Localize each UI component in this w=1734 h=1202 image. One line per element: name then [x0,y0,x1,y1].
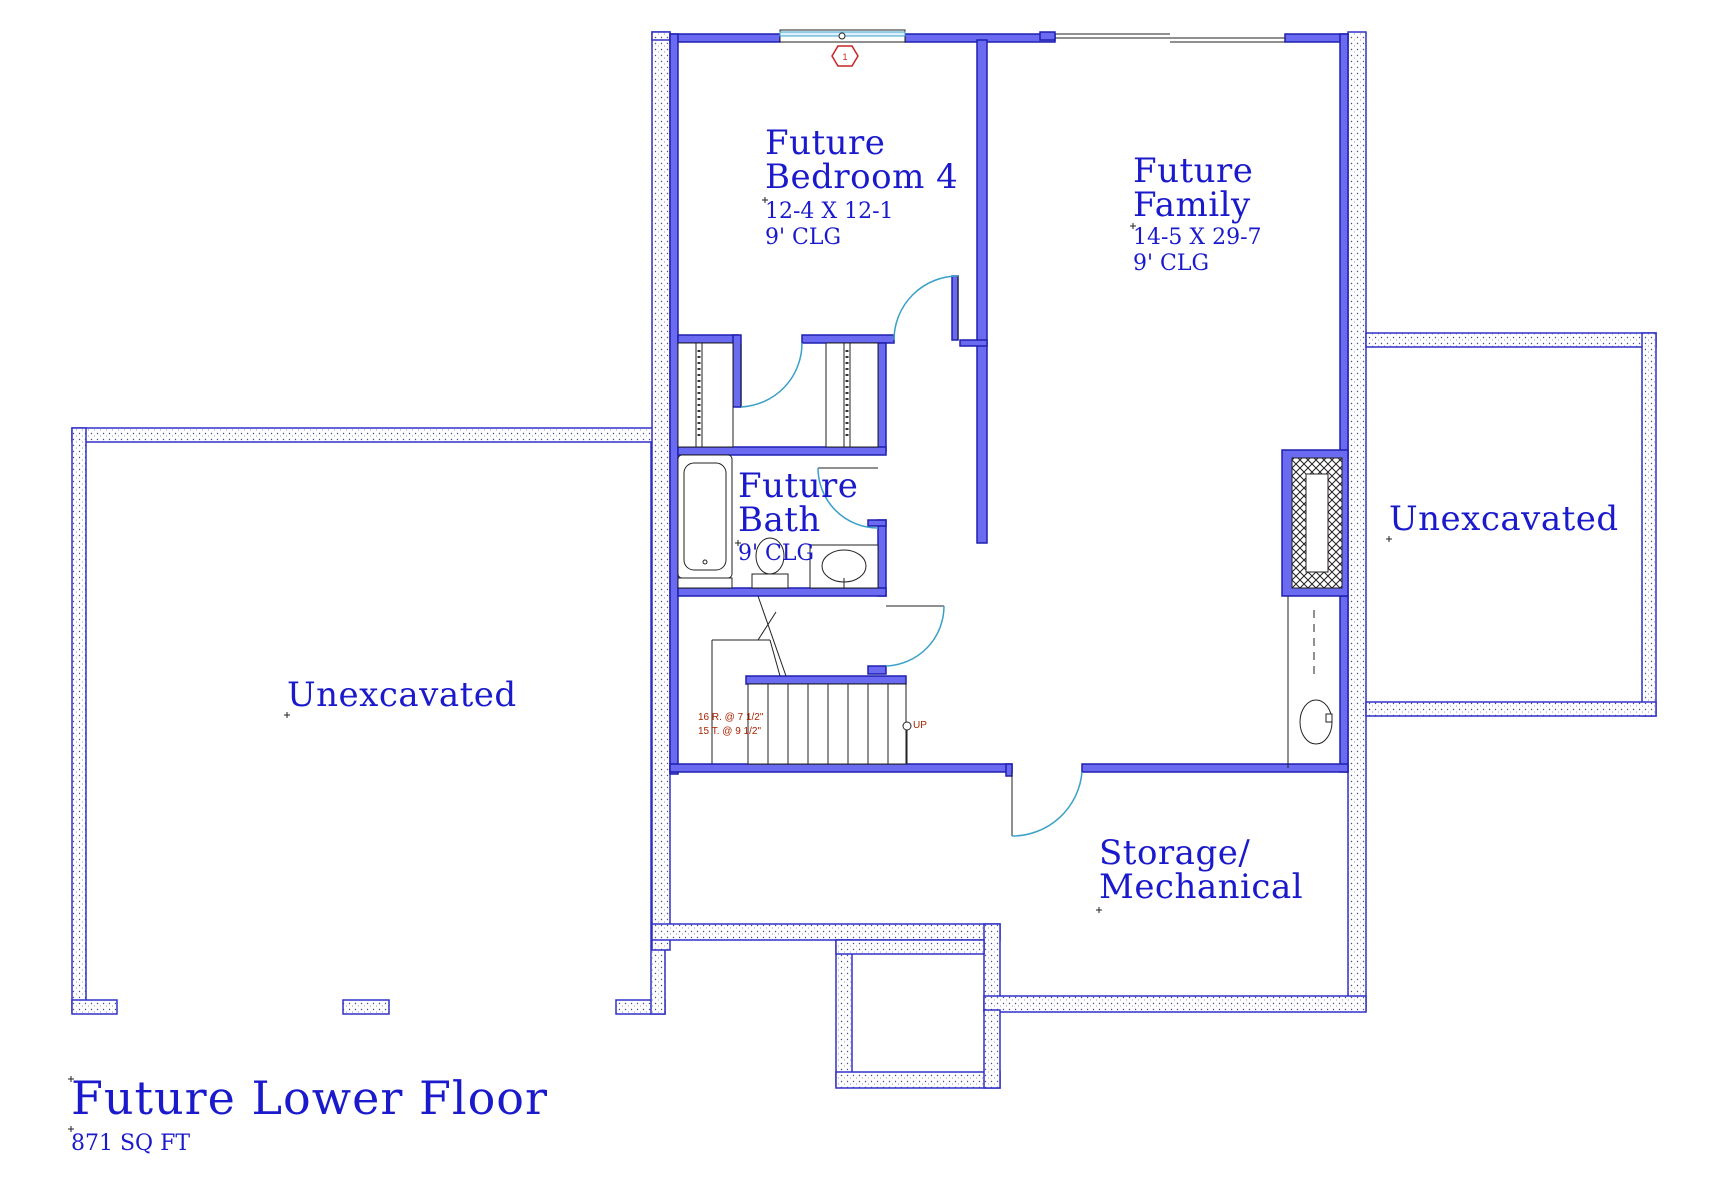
window-tag: 1 [831,45,859,67]
family-name-line2: Family [1133,185,1251,225]
bath-fixtures [677,454,879,589]
label-storage: Storage/ Mechanical [1099,833,1303,907]
bath-name-line2: Bath [738,500,821,540]
bedroom-name-line1: Future [765,123,885,163]
sliding-door-top [1039,31,1285,43]
label-unexcavated-left: Unexcavated [287,675,517,715]
stairs-direction-label: UP [913,720,927,731]
bath-ceiling: 9' CLG [738,541,814,566]
door-swings [740,275,1083,837]
foundation-walls [71,31,1657,1089]
plan-title-block: Future Lower Floor 871 SQ FT [71,1071,548,1156]
bedroom-name-line2: Bedroom 4 [765,157,958,197]
storage-name-line2: Mechanical [1099,867,1303,907]
label-bath: Future Bath 9' CLG [738,466,858,566]
unexcavated-left-name: Unexcavated [287,675,517,715]
stairs: 16 R. @ 7 1/2" 15 T. @ 9 1/2" UP [698,595,927,765]
window-top-bedroom [779,29,906,43]
stairs-treads-note: 15 T. @ 9 1/2" [698,726,761,737]
label-marks [68,197,1392,1132]
bath-name-line1: Future [738,466,858,506]
label-unexcavated-right: Unexcavated [1389,499,1619,539]
unexcavated-right-name: Unexcavated [1389,499,1619,539]
closet-shelving [677,342,879,448]
family-size: 14-5 X 29-7 [1133,225,1262,250]
storage-name-line1: Storage/ [1099,833,1250,873]
window-tag-label: 1 [842,52,847,62]
stairs-risers-note: 16 R. @ 7 1/2" [698,712,764,723]
family-name-line1: Future [1133,151,1253,191]
plan-area: 871 SQ FT [71,1131,190,1156]
family-ceiling: 9' CLG [1133,251,1209,276]
bedroom-size: 12-4 X 12-1 [765,199,894,224]
bedroom-ceiling: 9' CLG [765,225,841,250]
label-family: Future Family 14-5 X 29-7 9' CLG [1133,151,1262,276]
mechanical-equipment [1287,596,1333,768]
label-bedroom: Future Bedroom 4 12-4 X 12-1 9' CLG [765,123,958,250]
plan-title: Future Lower Floor [71,1071,548,1125]
